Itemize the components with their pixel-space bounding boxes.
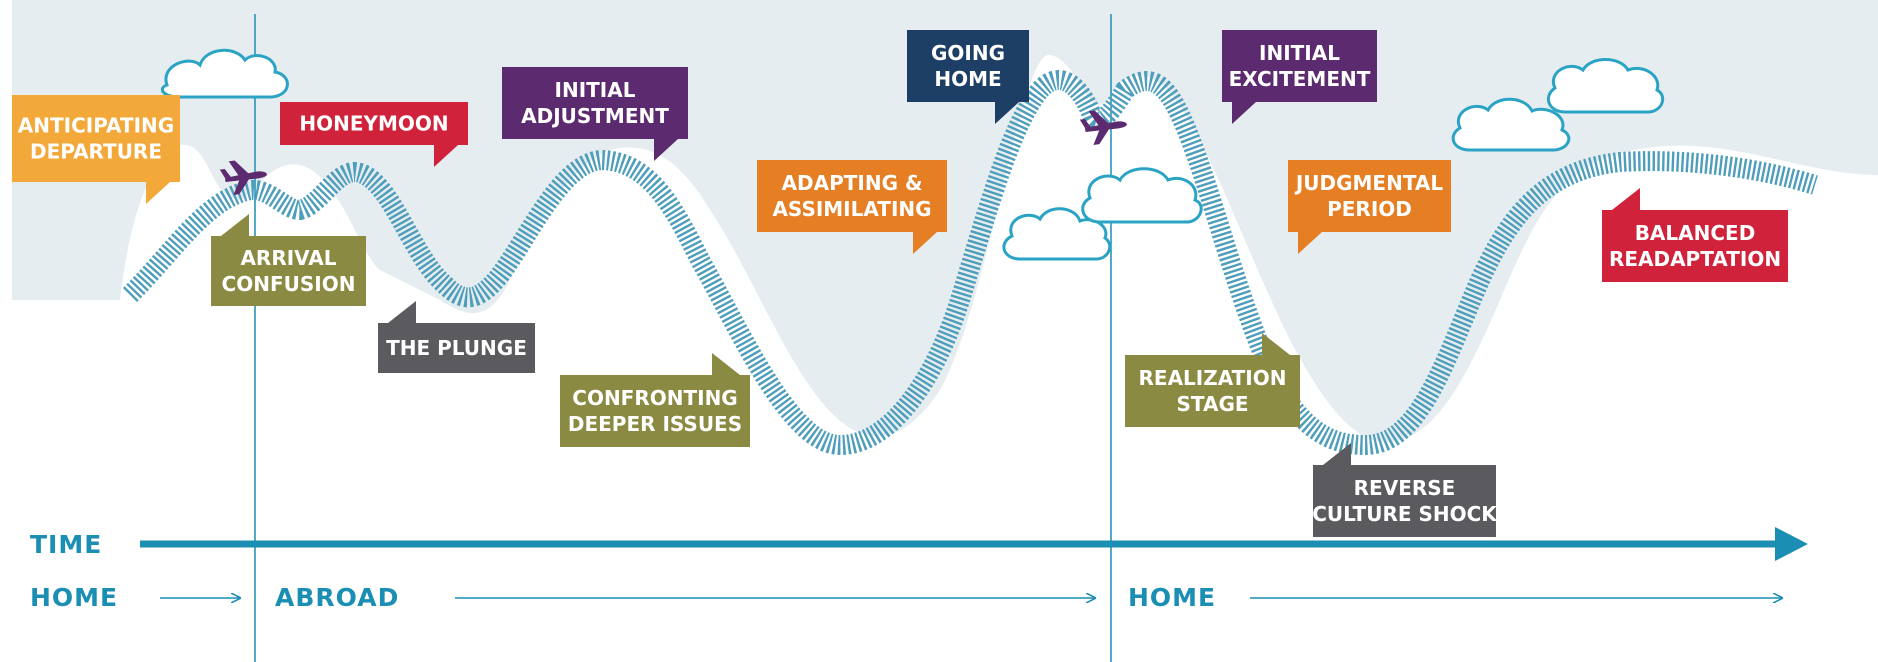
cloud-icon xyxy=(1451,97,1571,152)
stage-label-tail xyxy=(712,353,740,375)
stage-label-text: DEEPER ISSUES xyxy=(568,412,742,436)
phase-label-abroad: ABROAD xyxy=(275,583,399,612)
stage-label-box xyxy=(1288,160,1451,232)
stage-label-box xyxy=(1125,355,1300,427)
stage-label-box xyxy=(502,67,688,139)
stage-label-text: REVERSE xyxy=(1354,476,1456,500)
stage-label-box xyxy=(280,102,468,145)
stage-label-box xyxy=(560,375,750,447)
stage-label-tail xyxy=(388,301,416,323)
time-label: TIME xyxy=(30,530,102,559)
stage-label-tail xyxy=(1262,333,1290,355)
stage-label-tail xyxy=(1232,102,1256,124)
stage-label-tail xyxy=(1323,443,1351,465)
phase-label-home-before: HOME xyxy=(30,583,118,612)
stage-label-text: CONFUSION xyxy=(222,272,356,296)
stage-label-text: GOING xyxy=(931,41,1005,65)
stage-label-box xyxy=(12,95,180,182)
stage-label-box xyxy=(757,160,947,232)
stage-label-text: EXCITEMENT xyxy=(1229,67,1371,91)
stage-label-honeymoon: HONEYMOON xyxy=(280,102,468,167)
airplane-icon xyxy=(219,160,267,195)
stage-label-box xyxy=(211,236,366,306)
adjustment-curve xyxy=(122,70,1818,456)
stage-label-tail xyxy=(913,232,937,254)
stage-label-the-plunge: THE PLUNGE xyxy=(378,301,535,373)
phase-label-home-after: HOME xyxy=(1128,583,1216,612)
stage-labels: ANTICIPATINGDEPARTUREHONEYMOONINITIALADJ… xyxy=(12,30,1788,537)
stage-label-tail xyxy=(995,102,1019,124)
stage-label-text: ADJUSTMENT xyxy=(521,104,669,128)
stage-label-box xyxy=(378,323,535,373)
stage-label-tail xyxy=(221,214,249,236)
cloud-icon xyxy=(1002,207,1112,261)
stage-label-text: HOME xyxy=(934,67,1001,91)
stage-label-tail xyxy=(1298,232,1322,254)
stage-label-text: PERIOD xyxy=(1327,197,1412,221)
stage-label-text: THE PLUNGE xyxy=(386,336,527,360)
stage-label-box xyxy=(1313,465,1496,537)
stage-label-text: ANTICIPATING xyxy=(18,114,174,138)
stage-label-text: CONFRONTING xyxy=(572,386,737,410)
stage-label-text: ARRIVAL xyxy=(240,246,336,270)
cloud-icon xyxy=(1081,167,1203,224)
stage-label-tail xyxy=(654,139,678,161)
time-axis-arrowhead xyxy=(1775,527,1808,561)
stage-label-text: HONEYMOON xyxy=(299,112,448,136)
cloud-icon xyxy=(1546,58,1665,114)
stage-label-text: INITIAL xyxy=(555,78,636,102)
stage-label-text: REALIZATION xyxy=(1139,366,1287,390)
stage-label-text: INITIAL xyxy=(1259,41,1340,65)
stage-label-text: BALANCED xyxy=(1635,221,1756,245)
stage-label-text: STAGE xyxy=(1176,392,1248,416)
stage-label-text: CULTURE SHOCK xyxy=(1312,502,1498,526)
stage-label-text: DEPARTURE xyxy=(30,140,162,164)
airplane-icon xyxy=(1079,110,1127,145)
stage-label-box xyxy=(907,30,1029,102)
stage-label-text: ADAPTING & xyxy=(782,171,923,195)
stage-label-text: JUDGMENTAL xyxy=(1294,171,1444,195)
stage-label-box xyxy=(1222,30,1377,102)
stage-label-tail xyxy=(1612,188,1640,210)
stage-label-tail xyxy=(146,182,170,204)
stage-label-box xyxy=(1602,210,1788,282)
stage-label-adapting-assimilating: ADAPTING &ASSIMILATING xyxy=(757,160,947,254)
stage-label-text: READAPTATION xyxy=(1609,247,1781,271)
stage-label-text: ASSIMILATING xyxy=(772,197,931,221)
stage-label-tail xyxy=(434,145,458,167)
